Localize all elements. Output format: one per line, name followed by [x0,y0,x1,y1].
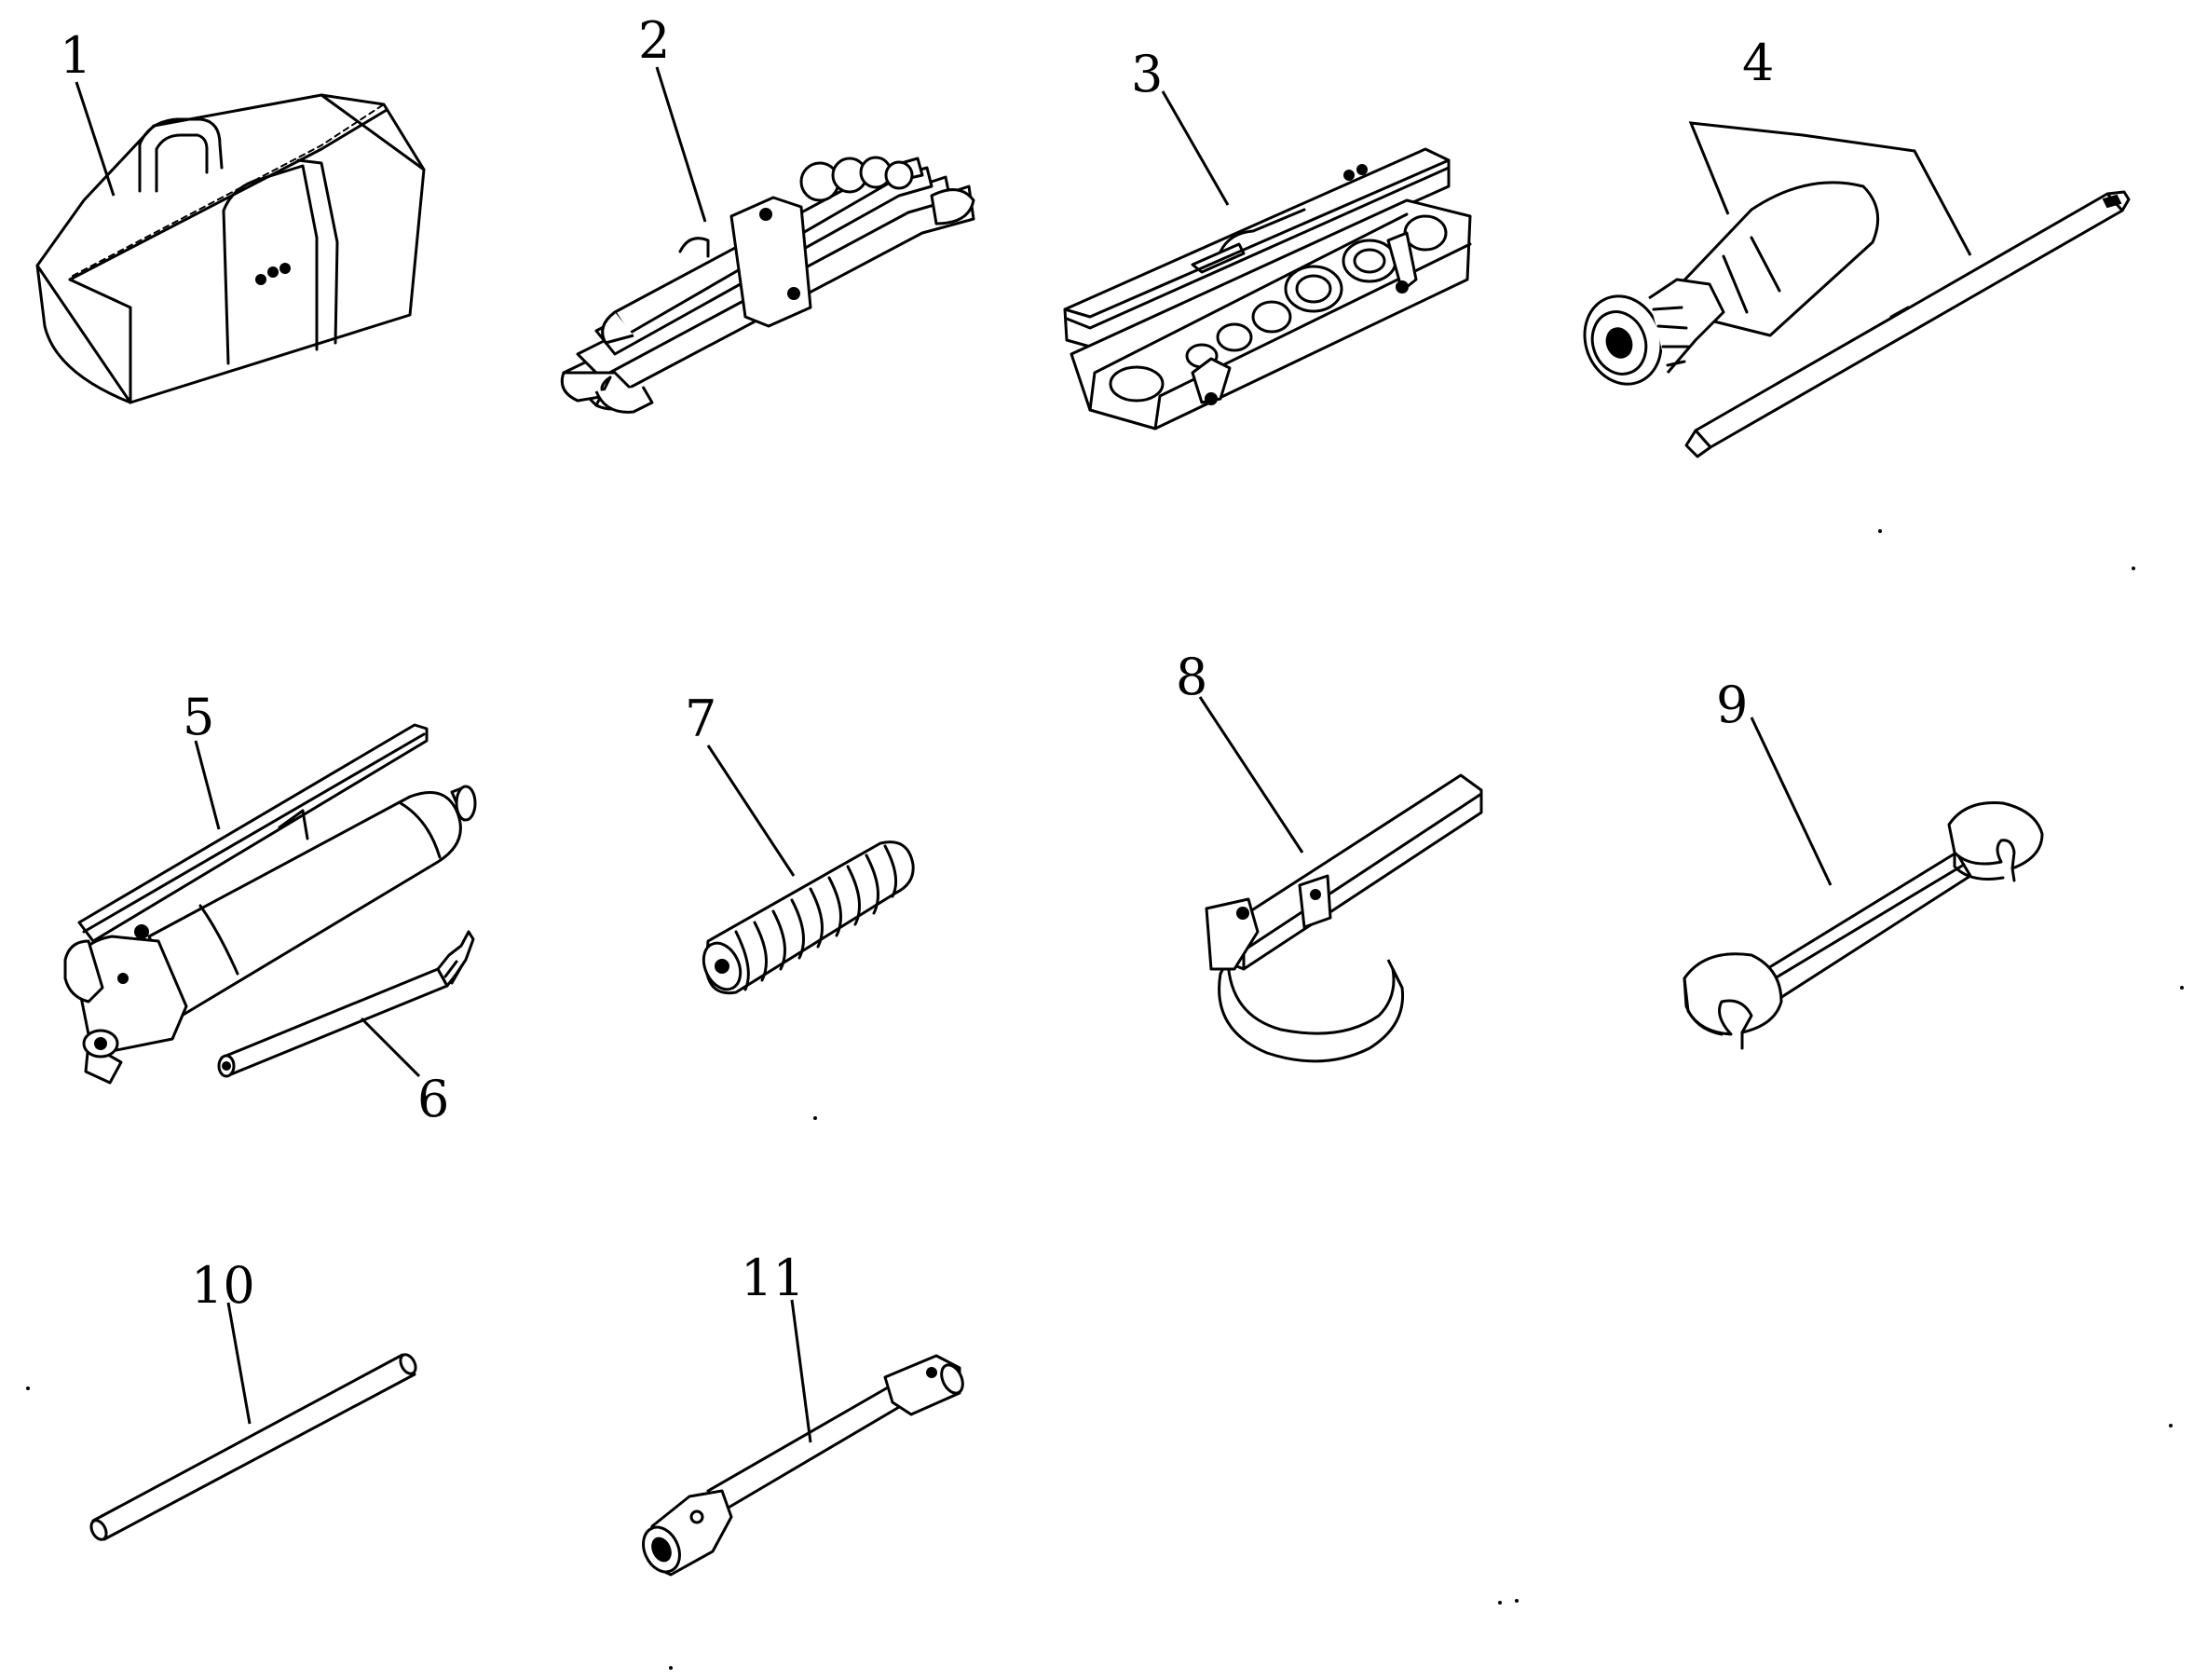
callout-2: 2 [638,11,670,70]
spring-icon [702,840,915,995]
leader-6 [360,1017,421,1078]
open-end-wrench-icon [1683,800,2044,1050]
part-8: 8 [1176,648,1483,1063]
socket-case-icon [1063,147,1472,430]
leader-5 [194,740,221,830]
leader-10 [226,1302,252,1425]
part-2: 2 [560,11,975,414]
leader-4 [1688,121,1972,256]
part-5: 5 [63,688,477,1085]
part-7: 7 [685,690,915,995]
callout-7: 7 [685,690,716,748]
callout-10: 10 [191,1256,255,1315]
callout-1: 1 [60,26,91,85]
leader-2 [655,66,707,223]
part-11: 11 [642,1249,964,1577]
tool-bag-icon [35,93,426,404]
leader-7 [706,744,796,877]
part-10: 10 [89,1256,417,1541]
callout-8: 8 [1176,648,1207,706]
callout-3: 3 [1131,45,1163,103]
part-4: 4 [1583,34,2131,458]
screwdriver-icon [1583,181,2131,458]
part-1: 1 [35,26,426,404]
wrench-set-icon [560,156,975,414]
callout-11: 11 [741,1249,805,1307]
box-spanner-icon [642,1354,964,1577]
part-3: 3 [1063,45,1472,430]
filter-strap-wrench-icon [1205,773,1483,1063]
callout-9: 9 [1716,676,1748,734]
leader-3 [1161,90,1230,206]
tommy-bar-icon [89,1353,417,1541]
leader-11 [790,1299,812,1443]
callout-6: 6 [417,1070,449,1128]
grease-gun-icon [63,723,477,1085]
part-9: 9 [1683,676,2044,1050]
scan-specks [26,529,2184,1670]
callout-4: 4 [1742,34,1774,92]
leader-8 [1198,696,1304,854]
leader-1 [75,81,116,197]
part-6: 6 [217,930,475,1128]
callout-5: 5 [183,688,214,746]
leader-9 [1750,717,1833,886]
grease-nozzle-tube-icon [217,930,475,1078]
